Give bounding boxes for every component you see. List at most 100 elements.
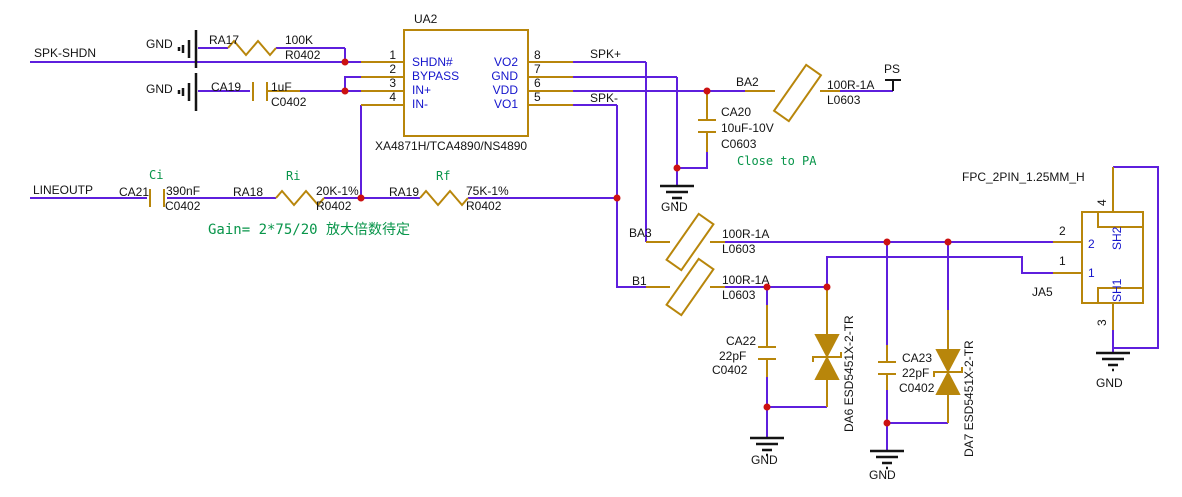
ua2-pin-name-gnd: GND: [491, 69, 518, 83]
note-ri: Ri: [286, 169, 301, 183]
ua2-symbol[interactable]: [403, 29, 529, 137]
ua2-pin-name-vdd: VDD: [492, 83, 518, 97]
ra18-designator[interactable]: RA18: [233, 185, 264, 199]
ja5-pin2-number: 2: [1059, 224, 1066, 238]
gnd-symbol-ca19[interactable]: [177, 73, 198, 111]
net-label-spk-plus[interactable]: SPK+: [590, 47, 622, 61]
resistor-ra17-symbol[interactable]: [227, 39, 277, 57]
bead-b1-symbol[interactable]: [665, 257, 715, 317]
net-label-spk-minus[interactable]: SPK-: [590, 91, 619, 105]
ua2-pin-name-inp: IN+: [412, 83, 432, 97]
ja5-part-number[interactable]: FPC_2PIN_1.25MM_H: [962, 170, 1085, 184]
ua2-part-number[interactable]: XA4871H/TCA4890/NS4890: [375, 139, 528, 153]
ja5-symbol[interactable]: [1081, 211, 1144, 304]
ca19-value[interactable]: 1uF: [271, 80, 292, 94]
tvs-da7-symbol[interactable]: [933, 347, 963, 397]
ca21-footprint[interactable]: C0402: [165, 199, 201, 213]
da7-label[interactable]: DA7 ESD5451X-2-TR: [962, 340, 976, 457]
ca23-designator[interactable]: CA23: [902, 351, 933, 365]
ua2-designator[interactable]: UA2: [414, 12, 438, 26]
ua2-pin6-number: 6: [534, 76, 541, 90]
ca20-footprint[interactable]: C0603: [721, 137, 757, 151]
note-gain: Gain= 2*75/20 放大倍数待定: [208, 222, 411, 238]
ps-power-port[interactable]: [885, 79, 901, 91]
ba2-value[interactable]: 100R-1A: [827, 78, 875, 92]
b1-value[interactable]: 100R-1A: [722, 273, 770, 287]
ua2-pin5-number: 5: [534, 90, 541, 104]
ba2-footprint[interactable]: L0603: [827, 93, 861, 107]
resistor-ra18-symbol[interactable]: [275, 189, 325, 207]
ba3-designator[interactable]: BA3: [629, 226, 652, 240]
ca20-designator[interactable]: CA20: [721, 105, 752, 119]
ja5-pin1-number: 1: [1059, 254, 1066, 268]
ja5-pin4-number: 4: [1095, 199, 1109, 206]
ca20-value[interactable]: 10uF-10V: [721, 121, 774, 135]
capacitor-ca19-symbol[interactable]: [252, 82, 268, 101]
ua2-pin4-number: 4: [389, 90, 396, 104]
ja5-pin-name-sh1: SH1: [1110, 278, 1124, 302]
ja5-designator[interactable]: JA5: [1032, 285, 1053, 299]
ba2-designator[interactable]: BA2: [736, 75, 759, 89]
ra17-designator[interactable]: RA17: [209, 33, 240, 47]
gnd-label-ca19: GND: [146, 82, 173, 96]
gnd-symbol-ja5[interactable]: [1096, 351, 1130, 372]
capacitor-ca21-symbol[interactable]: [149, 189, 165, 207]
net-label-spk-shdn[interactable]: SPK-SHDN: [34, 46, 97, 60]
b1-footprint[interactable]: L0603: [722, 288, 756, 302]
ja5-inner-pin2: 2: [1088, 237, 1095, 251]
da6-label[interactable]: DA6 ESD5451X-2-TR: [842, 315, 856, 432]
gnd-label-ra17: GND: [146, 37, 173, 51]
capacitor-ca22-symbol[interactable]: [758, 346, 776, 360]
note-ci: Ci: [149, 168, 164, 182]
ra17-value[interactable]: 100K: [285, 33, 314, 47]
ra17-footprint[interactable]: R0402: [285, 48, 321, 62]
ba3-value[interactable]: 100R-1A: [722, 227, 770, 241]
gnd-symbol-ra17[interactable]: [177, 30, 198, 68]
ra19-designator[interactable]: RA19: [389, 185, 420, 199]
gnd-label-ja5: GND: [1096, 376, 1123, 390]
ca21-designator[interactable]: CA21: [119, 185, 150, 199]
ra19-value[interactable]: 75K-1%: [466, 184, 509, 198]
ca19-designator[interactable]: CA19: [211, 80, 242, 94]
ca23-footprint[interactable]: C0402: [899, 381, 935, 395]
capacitor-ca23-symbol[interactable]: [878, 361, 896, 375]
ra18-value[interactable]: 20K-1%: [316, 184, 359, 198]
bead-ba3-symbol[interactable]: [665, 212, 715, 272]
ca22-footprint[interactable]: C0402: [712, 363, 748, 377]
ca22-value[interactable]: 22pF: [719, 349, 747, 363]
ca19-footprint[interactable]: C0402: [271, 95, 307, 109]
gnd-symbol-ca23[interactable]: [870, 449, 904, 470]
ua2-pin8-number: 8: [534, 48, 541, 62]
ra19-footprint[interactable]: R0402: [466, 199, 502, 213]
ua2-pin3-number: 3: [389, 76, 396, 90]
ra18-footprint[interactable]: R0402: [316, 199, 352, 213]
resistor-ra19-symbol[interactable]: [419, 189, 469, 207]
gnd-symbol-ua2[interactable]: [660, 184, 694, 205]
ua2-pin7-number: 7: [534, 62, 541, 76]
junction-dots: [341, 58, 952, 427]
ua2-pin2-number: 2: [389, 62, 396, 76]
bead-ba2-symbol[interactable]: [772, 63, 823, 123]
gnd-label-ua2: GND: [661, 200, 688, 214]
ua2-pin-name-inn: IN-: [412, 97, 428, 111]
ja5-pin-name-sh2: SH2: [1110, 226, 1124, 250]
ba3-footprint[interactable]: L0603: [722, 242, 756, 256]
tvs-da6-symbol[interactable]: [812, 332, 842, 382]
gnd-label-ca23: GND: [869, 468, 896, 482]
gnd-label-ca22: GND: [751, 453, 778, 467]
power-port-ps-label[interactable]: PS: [884, 62, 901, 76]
ja5-inner-pin1: 1: [1088, 266, 1095, 280]
capacitor-ca20-symbol[interactable]: [698, 119, 716, 133]
gnd-symbol-ca22[interactable]: [750, 436, 784, 457]
ua2-pin-name-vo1: VO1: [493, 97, 518, 111]
b1-designator[interactable]: B1: [632, 274, 647, 288]
net-label-lineoutp[interactable]: LINEOUTP: [33, 183, 94, 197]
ca22-designator[interactable]: CA22: [726, 334, 757, 348]
ua2-pin-name-shdn: SHDN#: [412, 55, 453, 69]
ua2-pin-name-bypass: BYPASS: [412, 69, 460, 83]
pin-stubs: [267, 61, 1114, 423]
ca21-value[interactable]: 390nF: [166, 184, 201, 198]
ca23-value[interactable]: 22pF: [902, 366, 930, 380]
